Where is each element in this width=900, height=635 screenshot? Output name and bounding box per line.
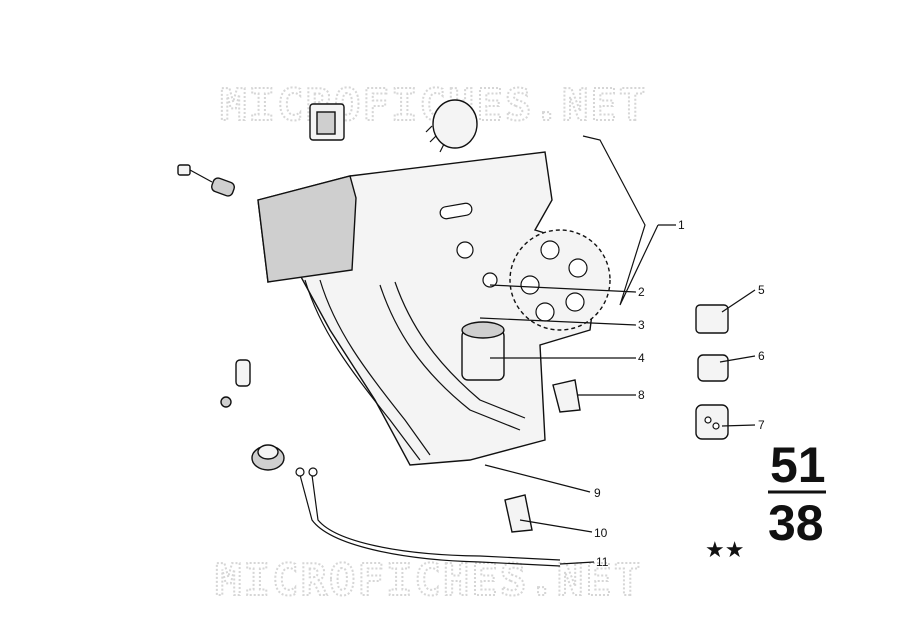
callout-5: 5	[758, 283, 765, 297]
leader-lines	[479, 135, 756, 565]
window-regulator-plate	[257, 151, 601, 466]
callout-7: 7	[758, 418, 765, 432]
callout-9: 9	[594, 486, 601, 500]
callout-1: 1	[678, 218, 685, 232]
sprocket-icon	[509, 229, 611, 331]
connector-icon	[695, 304, 729, 440]
bracket-icon	[504, 379, 581, 533]
pin-icon	[220, 359, 251, 408]
relay-icon	[425, 99, 478, 153]
switch-icon	[309, 103, 345, 141]
motor-icon	[461, 321, 505, 381]
subgroup-number: 38	[768, 495, 824, 551]
callout-10: 10	[594, 526, 608, 540]
group-number: 51	[770, 437, 826, 493]
callout-6: 6	[758, 349, 765, 363]
callout-3: 3	[638, 318, 645, 332]
callout-11: 11	[596, 555, 609, 569]
stars-marker: ★★	[705, 538, 744, 563]
callout-8: 8	[638, 388, 645, 402]
callout-2: 2	[638, 285, 645, 299]
knob-icon	[251, 444, 285, 471]
cable-icon	[295, 467, 561, 567]
callout-4: 4	[638, 351, 645, 365]
bolt-icon	[177, 164, 236, 197]
